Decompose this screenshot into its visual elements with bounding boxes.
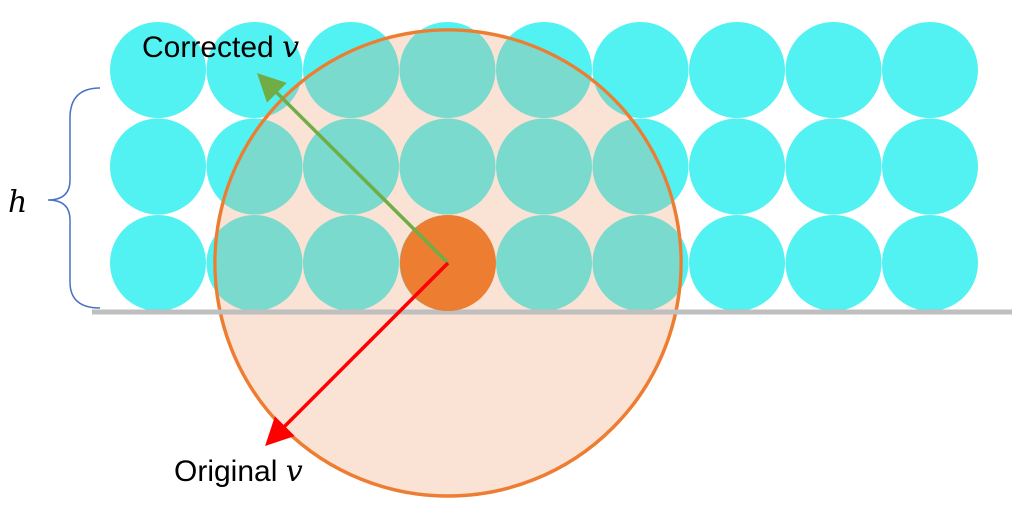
covered-particle-r2-c4 (399, 118, 496, 215)
particle-r1-c7 (689, 22, 785, 118)
particle-r3-c9 (882, 215, 978, 311)
particle-r2-c8 (785, 118, 882, 215)
particle-r2-c1 (110, 118, 206, 215)
corrected-v-symbol: v (282, 30, 299, 65)
original-velocity-arrow (265, 261, 450, 446)
covered-particle-r1-c4 (399, 31, 496, 118)
particle-r2-c7 (689, 118, 785, 215)
particle-r1-c8 (785, 22, 882, 118)
height-label: h (8, 185, 27, 220)
particle-r1-c9 (882, 22, 978, 118)
particle-r3-c7 (689, 215, 785, 311)
covered-particle-r3-c6 (592, 215, 680, 311)
original-label-text: Original (174, 455, 286, 488)
height-brace (47, 87, 101, 309)
covered-particle-r3-c3 (303, 215, 399, 311)
covered-particle-r2-c5 (496, 118, 592, 215)
particle-r3-c8 (785, 215, 882, 311)
original-velocity-label: Original v (174, 454, 303, 489)
original-v-symbol: v (286, 454, 303, 489)
corrected-label-text: Corrected (142, 31, 282, 64)
particle-r1-c6 (592, 22, 689, 118)
covered-particle-r3-c5 (496, 215, 592, 311)
corrected-velocity-arrow (257, 73, 450, 265)
particle-r2-c9 (882, 118, 978, 215)
covered-particle-r3-c2 (216, 215, 303, 311)
particle-r1-c1 (110, 22, 206, 118)
corrected-velocity-label: Corrected v (142, 30, 299, 65)
particle-r3-c1 (110, 215, 206, 311)
